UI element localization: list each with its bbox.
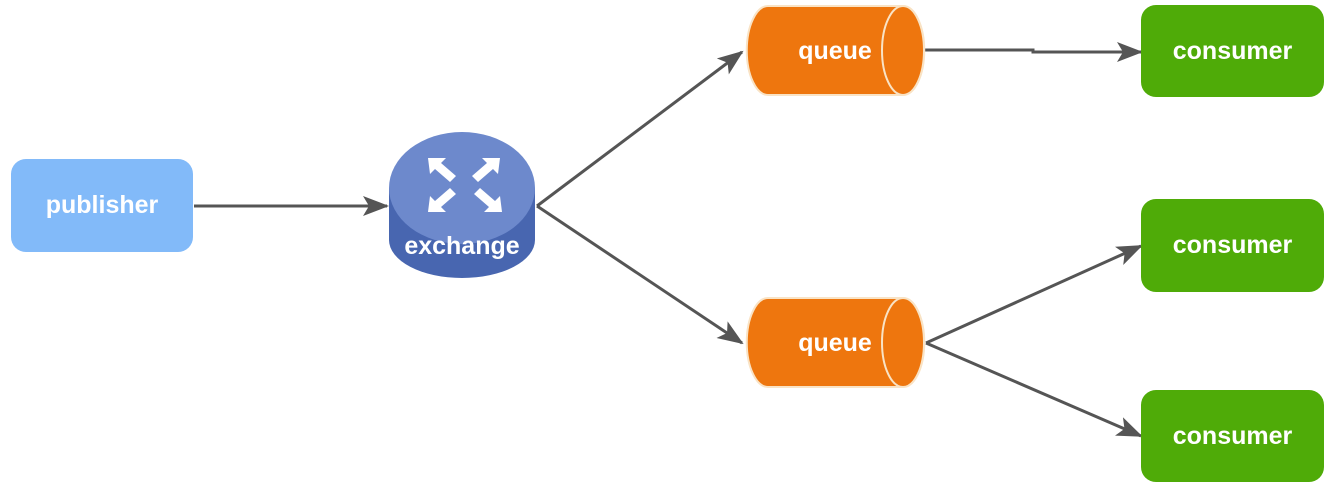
- consumer-2-label: consumer: [1172, 231, 1293, 259]
- consumer-1-label: consumer: [1172, 36, 1293, 65]
- queue-node-2: queue: [745, 297, 926, 388]
- queue-node-1: queue: [745, 5, 926, 96]
- exchange-label: exchange: [404, 232, 519, 260]
- publisher-node: publisher: [11, 159, 193, 252]
- publisher-label: publisher: [45, 191, 159, 219]
- consumer-node-2: consumer: [1141, 199, 1324, 292]
- consumer-3-label: consumer: [1172, 421, 1293, 450]
- queue-1-label: queue: [798, 37, 872, 65]
- arrows-out-icon: [428, 158, 502, 212]
- arrow-queue-2-consumer-3: [925, 341, 1143, 438]
- consumer-node-3: consumer: [1141, 390, 1324, 482]
- arrow-queue-2-consumer-2: [925, 244, 1143, 345]
- arrow-queue-1-consumer-1: [924, 42, 1143, 62]
- queue-2-label: queue: [798, 329, 872, 357]
- arrow-exchange-queue-1: [536, 50, 744, 208]
- consumer-node-1: consumer: [1141, 5, 1324, 97]
- arrow-exchange-queue-2: [536, 204, 744, 345]
- exchange-node: exchange: [389, 132, 535, 278]
